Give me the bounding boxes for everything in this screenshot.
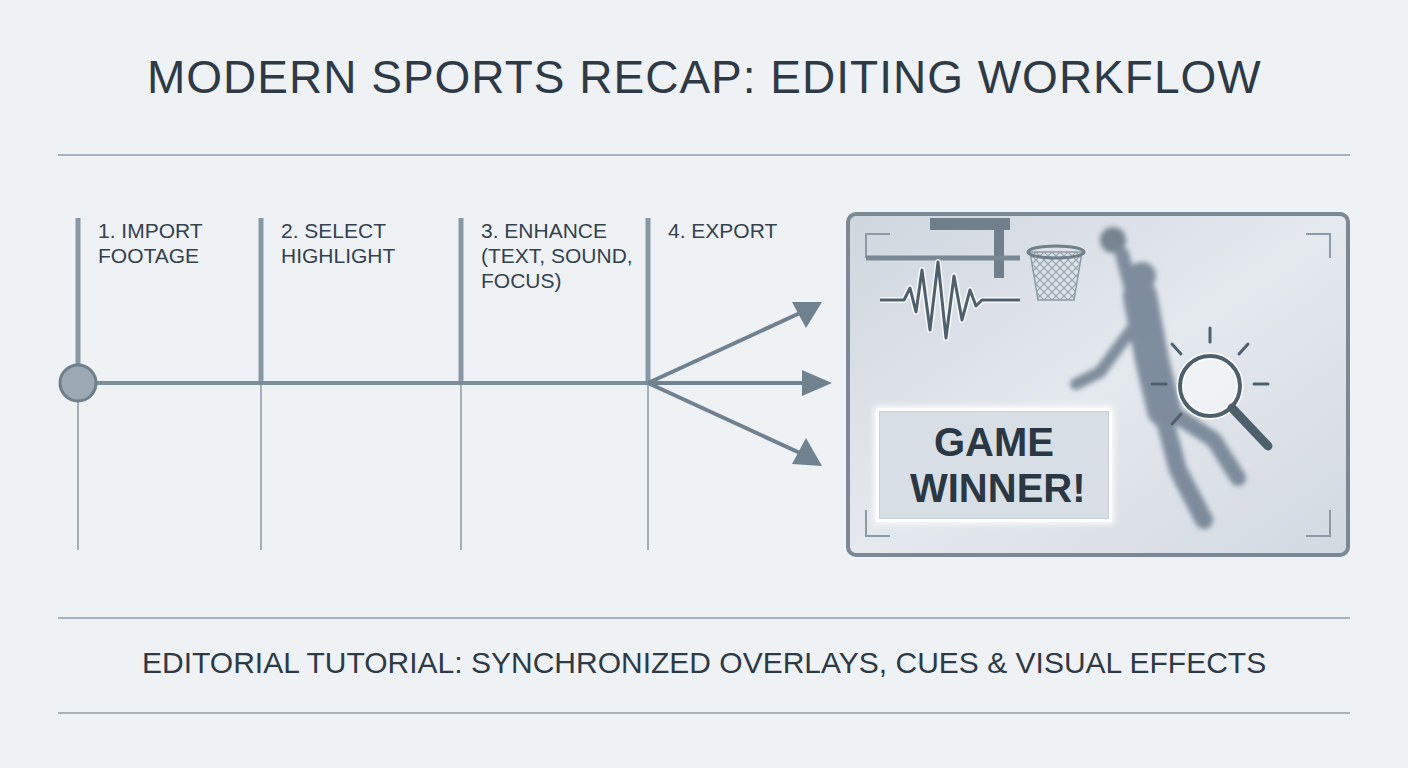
timeline-axis	[78, 381, 648, 385]
output-arrows	[648, 302, 832, 466]
focus-magnifier-icon	[1152, 328, 1268, 446]
title: MODERN SPORTS RECAP: EDITING WORKFLOW	[147, 50, 1262, 104]
step-label: 3. ENHANCE (TEXT, SOUND, FOCUS)	[479, 218, 643, 294]
rule	[58, 617, 1350, 619]
overlay-text-box: GAME WINNER!	[876, 408, 1112, 522]
step-label: 1. IMPORT FOOTAGE	[96, 218, 250, 268]
caption: EDITORIAL TUTORIAL: SYNCHRONIZED OVERLAY…	[142, 646, 1266, 680]
basketball-hoop	[866, 218, 1084, 300]
start-dot	[60, 365, 96, 401]
step-label: 2. SELECT HIGHLIGHT	[279, 218, 448, 268]
overlay-text: GAME WINNER!	[910, 419, 1078, 511]
sound-wave-icon	[880, 262, 1020, 338]
preview-panel	[848, 214, 1348, 555]
timeline-bars	[78, 218, 648, 550]
step-label: 4. EXPORT	[666, 218, 830, 243]
rule	[58, 712, 1350, 714]
rule	[58, 154, 1350, 156]
